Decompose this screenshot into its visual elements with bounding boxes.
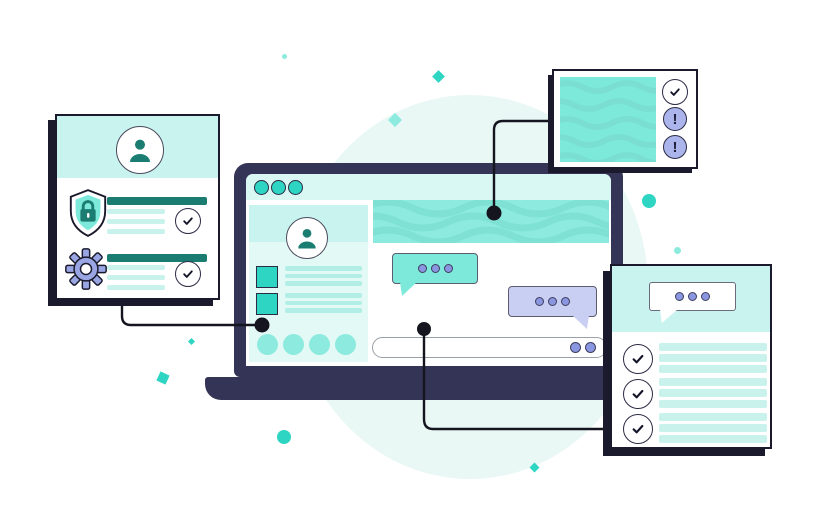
confetti-dot: [642, 194, 656, 208]
text-line: [107, 219, 165, 224]
window-control-dot[interactable]: [271, 179, 286, 195]
check-icon: [632, 354, 644, 364]
text-lines-block: [285, 293, 362, 313]
thumbnail-square[interactable]: [256, 266, 278, 288]
confetti-diamond: [187, 337, 196, 346]
user-avatar: [286, 217, 328, 259]
verified-check-button[interactable]: [175, 208, 201, 234]
text-line: [659, 389, 767, 397]
checklist-check-button[interactable]: [623, 344, 653, 374]
text-line: [107, 265, 165, 270]
check-icon: [183, 270, 193, 278]
text-line: [107, 209, 165, 214]
text-lines-block: [659, 378, 767, 408]
check-icon: [632, 389, 644, 399]
check-icon: [183, 217, 193, 225]
media-preview-card: ! !: [552, 69, 698, 169]
typing-dot: [675, 292, 684, 301]
text-line: [285, 293, 362, 298]
checklist-check-button[interactable]: [623, 414, 653, 444]
text-line: [285, 266, 362, 271]
shield-lock-icon: [69, 189, 107, 237]
profile-card: [55, 114, 220, 300]
typing-dot: [688, 292, 697, 301]
search-dot[interactable]: [585, 342, 596, 353]
typing-dot: [535, 297, 544, 306]
window-control-dot[interactable]: [288, 179, 303, 195]
checklist-card: [610, 264, 772, 449]
typing-dot: [430, 264, 440, 273]
chat-bubble-lavender: [508, 286, 597, 317]
chat-bubble-teal: [392, 253, 478, 284]
search-dot[interactable]: [570, 342, 581, 353]
check-icon: [632, 424, 644, 434]
laptop-base: [205, 377, 640, 400]
sidebar-footer-dots: [257, 334, 356, 355]
typing-dot: [561, 297, 570, 306]
media-image: [560, 77, 656, 162]
text-line: [107, 229, 165, 234]
text-line: [659, 435, 767, 443]
typing-dot: [417, 264, 427, 273]
gear-icon: [65, 248, 107, 290]
user-icon: [130, 139, 150, 162]
browser-topbar: [246, 174, 611, 200]
text-lines-block: [659, 413, 767, 443]
text-line: [107, 285, 165, 290]
text-lines-block: [107, 209, 165, 234]
user-avatar: [116, 126, 164, 174]
alert-badge[interactable]: !: [663, 135, 687, 159]
text-line: [659, 365, 767, 373]
confetti-dot: [282, 54, 287, 59]
approved-check-button[interactable]: [662, 79, 688, 105]
comment-bubble: [649, 282, 736, 311]
action-dot[interactable]: [309, 334, 330, 355]
checklist-check-button[interactable]: [623, 379, 653, 409]
laptop-screen: [234, 163, 623, 377]
wave-pattern: [560, 80, 656, 162]
verified-check-button[interactable]: [175, 261, 201, 287]
typing-dot: [548, 297, 557, 306]
text-line: [285, 308, 362, 313]
action-dot[interactable]: [257, 334, 278, 355]
user-icon: [298, 228, 316, 249]
window-control-dot[interactable]: [254, 179, 269, 195]
text-line: [285, 300, 362, 305]
text-line: [659, 424, 767, 432]
section-title-bar: [107, 197, 207, 205]
text-line: [659, 343, 767, 351]
text-line: [659, 413, 767, 421]
text-line: [659, 400, 767, 408]
text-lines-block: [285, 266, 362, 286]
section-title-bar: [107, 254, 207, 262]
confetti-diamond: [432, 70, 445, 83]
text-lines-block: [107, 265, 165, 290]
typing-dot: [701, 292, 710, 301]
text-lines-block: [659, 343, 767, 373]
typing-dot: [443, 264, 453, 273]
alert-badge[interactable]: !: [663, 107, 687, 131]
confetti-dot: [277, 430, 291, 444]
check-icon: [670, 88, 680, 96]
text-line: [659, 354, 767, 362]
text-line: [107, 275, 165, 280]
action-dot[interactable]: [283, 334, 304, 355]
browser-window: [246, 174, 611, 366]
confetti-square: [156, 371, 170, 385]
profile-sidebar: [249, 205, 368, 362]
search-bar[interactable]: [372, 337, 607, 358]
confetti-dot: [674, 247, 681, 254]
text-line: [659, 378, 767, 386]
hero-image: [373, 200, 609, 243]
text-line: [285, 281, 362, 286]
wave-pattern: [373, 200, 609, 243]
text-line: [285, 273, 362, 278]
thumbnail-square[interactable]: [256, 293, 278, 315]
action-dot[interactable]: [335, 334, 356, 355]
